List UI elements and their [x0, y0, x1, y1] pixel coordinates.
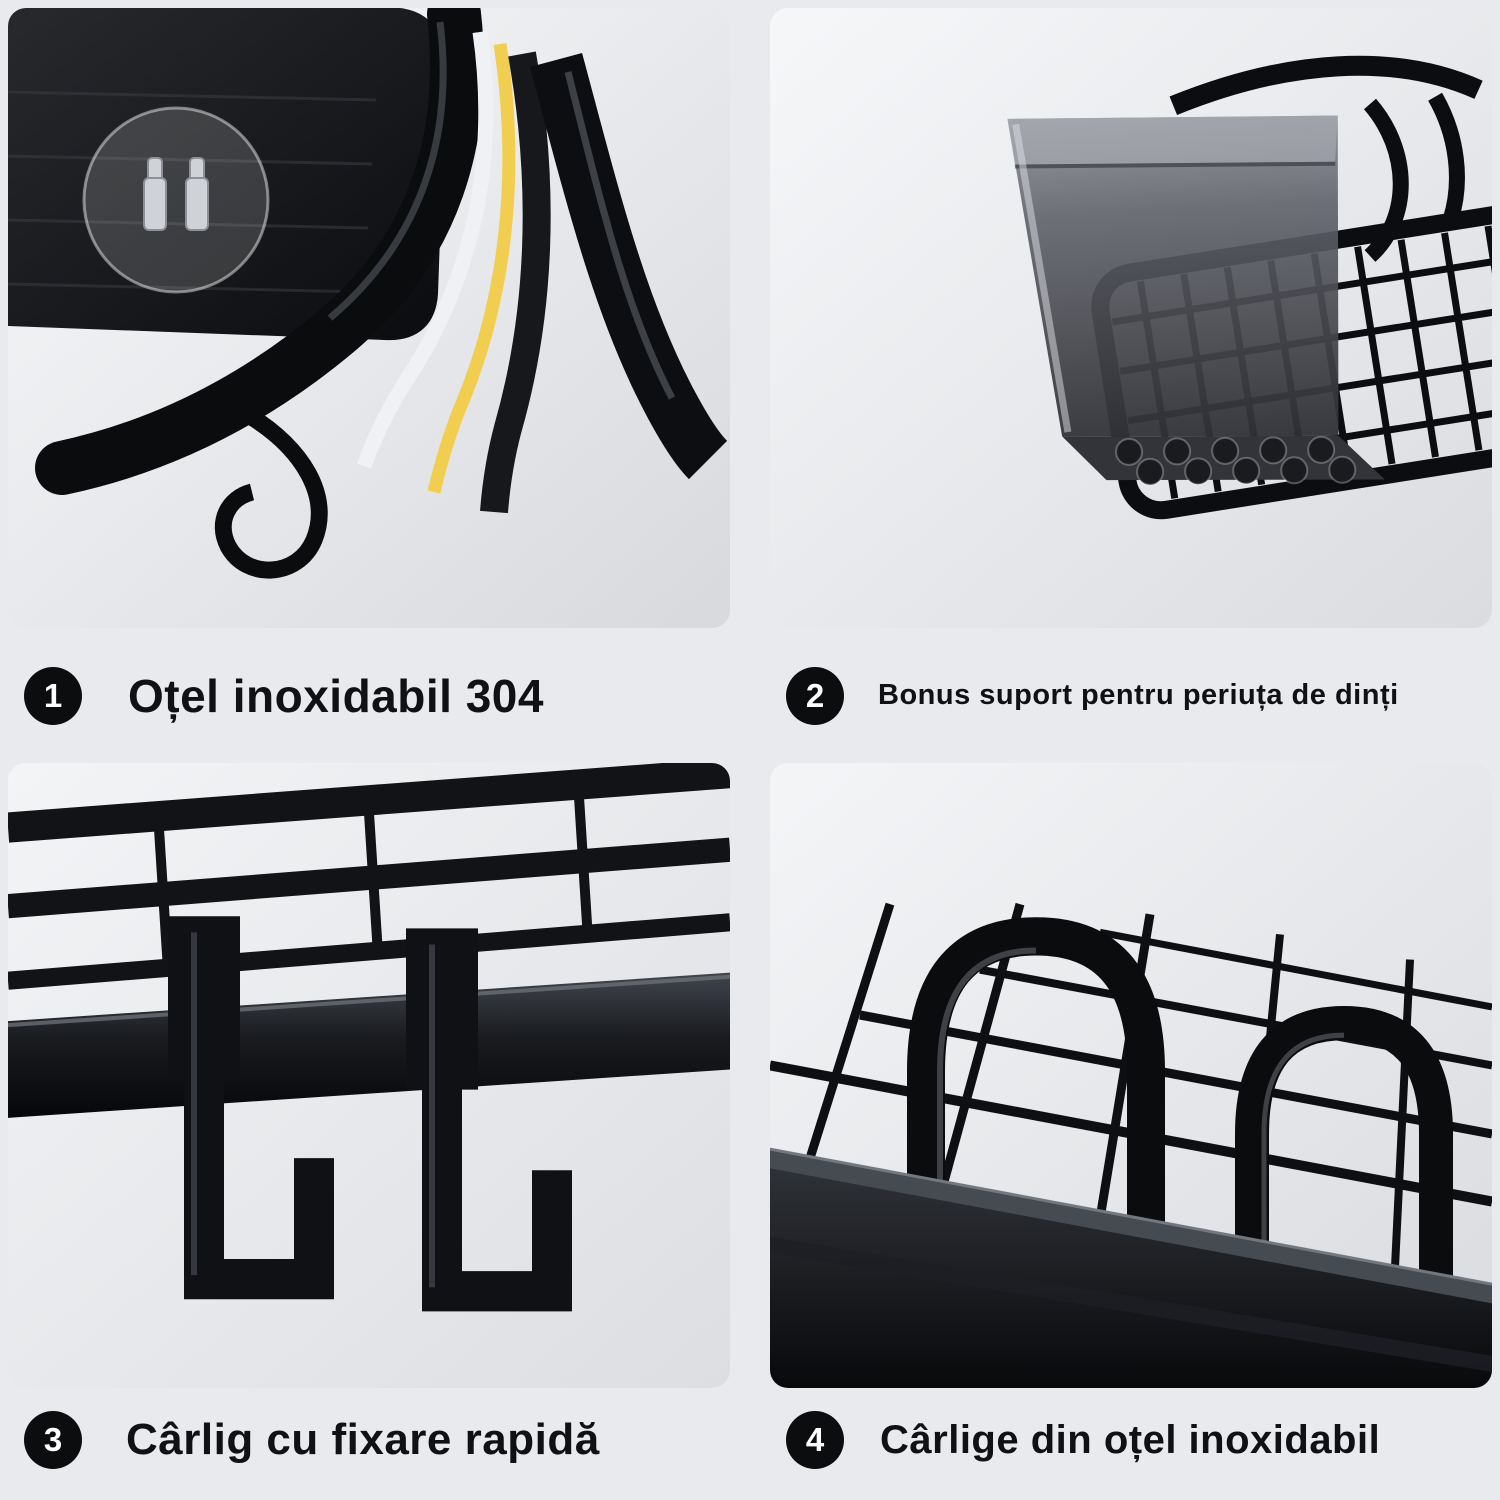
tray-edge-highlight — [770, 1147, 1492, 1286]
hanging-bar-highlight — [8, 974, 730, 1028]
frame-rail — [35, 8, 485, 495]
photo-panel-3 — [8, 763, 730, 1388]
feature-caption-row-1: 1 Oțel inoxidabil 304 — [8, 628, 730, 763]
tray-reflection — [770, 1236, 1492, 1372]
back-rails — [8, 763, 730, 990]
cup-hanging-hook — [1363, 98, 1409, 262]
toothbrush-cup-illustration — [770, 8, 1492, 628]
cup-rim — [1007, 115, 1338, 165]
feature-caption-row-3: 3 Cârlig cu fixare rapidă — [8, 1388, 730, 1492]
feature-number-badge-1: 1 — [24, 666, 82, 725]
lower-hook — [214, 408, 328, 579]
feature-caption-3: Cârlig cu fixare rapidă — [126, 1415, 600, 1464]
feature-caption-row-2: 2 Bonus suport pentru periuța de dinți — [770, 628, 1492, 763]
photo-panel-2 — [770, 8, 1492, 628]
quick-fix-hooks-illustration — [8, 763, 730, 1388]
feature-caption-4: Cârlige din oțel inoxidabil — [880, 1417, 1381, 1462]
cup-highlight — [1012, 123, 1072, 433]
wire-loop-2 — [1235, 1005, 1453, 1380]
drain-holes — [1115, 435, 1357, 486]
feature-caption-row-4: 4 Cârlige din oțel inoxidabil — [770, 1388, 1492, 1492]
toothbrush-cup — [1007, 115, 1385, 486]
feature-number-badge-4: 4 — [786, 1411, 844, 1469]
tray-lip — [770, 1148, 1492, 1304]
steel-layer-silver — [356, 30, 494, 469]
photo-panel-1 — [8, 8, 730, 628]
quick-fix-hook-2 — [406, 928, 572, 1312]
steel-layers-illustration — [8, 8, 730, 628]
wire-loop-1 — [907, 917, 1165, 1378]
wall-panel — [8, 8, 446, 341]
wire-hooks-illustration — [770, 763, 1492, 1388]
steel-layer-gold — [427, 43, 516, 494]
feature-number-badge-2: 2 — [786, 666, 844, 725]
feature-caption-2: Bonus suport pentru periuța de dinți — [878, 679, 1399, 711]
feature-number-badge-3: 3 — [24, 1411, 82, 1469]
frame-rail-highlight — [327, 21, 447, 321]
steel-layer-outer — [529, 52, 728, 480]
steel-layer-black — [480, 51, 551, 514]
feature-caption-1: Oțel inoxidabil 304 — [128, 669, 544, 722]
steel-layer-outer-highlight — [564, 71, 676, 400]
quick-fix-hook-1 — [168, 916, 334, 1300]
metal-hanger-tabs — [143, 157, 209, 231]
adhesive-pad — [82, 106, 270, 294]
photo-panel-4 — [770, 763, 1492, 1388]
